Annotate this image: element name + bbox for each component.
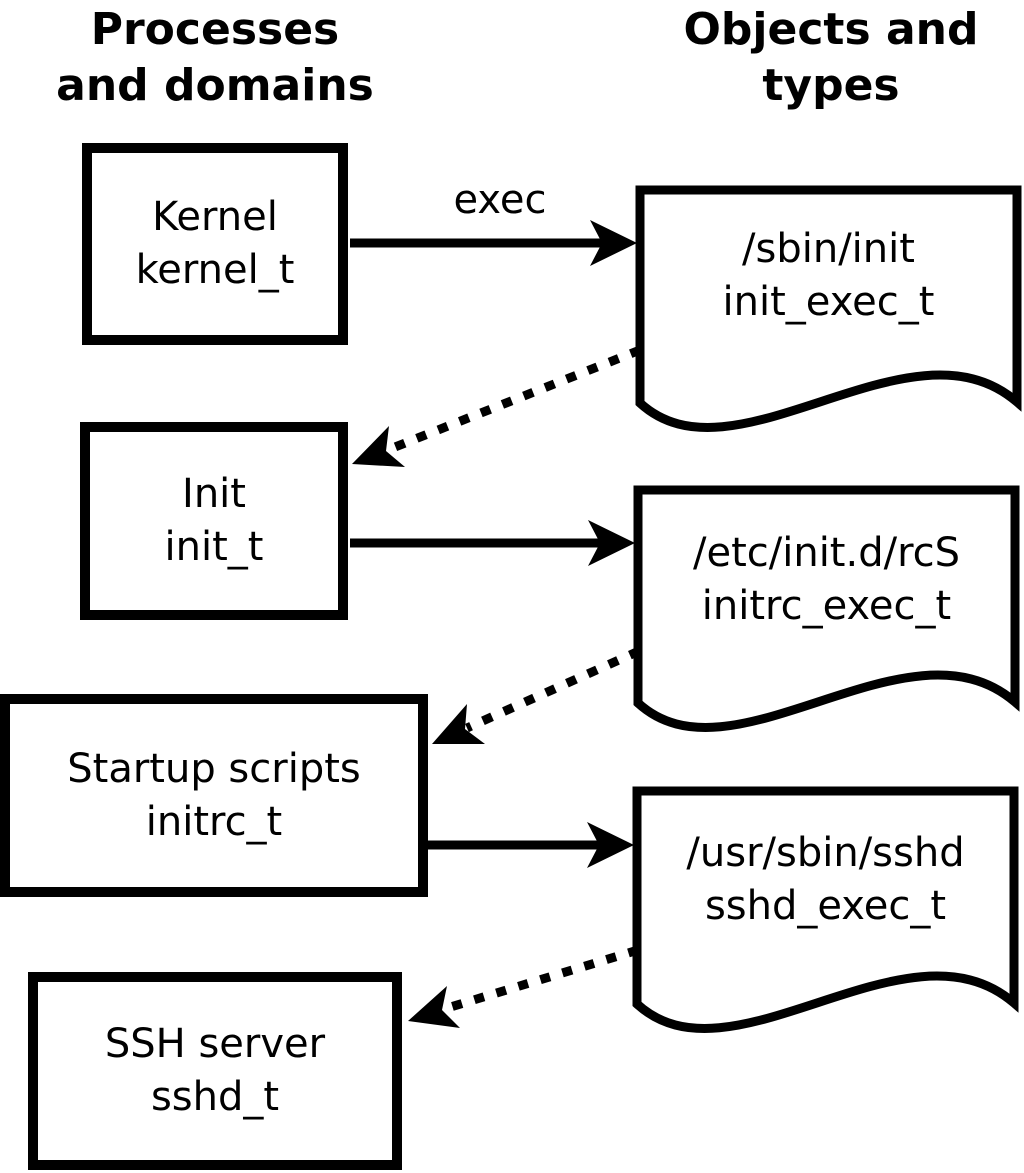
process-node-kernel: Kernel kernel_t <box>82 143 348 345</box>
process-node-ssh-server: SSH server sshd_t <box>28 972 402 1170</box>
arrowhead-icon <box>587 822 634 868</box>
arrowhead-icon <box>352 426 405 467</box>
document-shape-usr-sbin-sshd <box>632 786 1019 1033</box>
object-type: initrc_exec_t <box>701 583 952 629</box>
object-path: /etc/init.d/rcS <box>692 530 961 576</box>
process-name: Init <box>182 471 246 517</box>
column-heading-processes: Processes and domains <box>56 4 374 111</box>
object-path: /sbin/init <box>742 226 915 272</box>
process-node-init: Init init_t <box>80 422 348 620</box>
object-type: init_exec_t <box>722 279 935 325</box>
object-node-usr-sbin-sshd: /usr/sbin/sshd sshd_exec_t <box>637 790 1014 970</box>
dotted-arrow-sshd-exec-to-ssh-server <box>408 945 640 1028</box>
object-type: sshd_exec_t <box>704 883 947 929</box>
solid-arrow-init-to-etc-initd-rcs <box>350 520 635 566</box>
column-heading-objects: Objects and types <box>683 4 979 111</box>
document-shape-etc-initd-rcs <box>633 485 1020 732</box>
process-domain-type: kernel_t <box>135 247 295 293</box>
process-domain-type: initrc_t <box>145 798 283 845</box>
arrowhead-icon <box>408 986 460 1028</box>
object-node-etc-initd-rcs: /etc/init.d/rcS initrc_exec_t <box>638 490 1015 670</box>
document-shape-sbin-init <box>635 185 1022 432</box>
object-path: /usr/sbin/sshd <box>686 830 965 876</box>
object-node-sbin-init: /sbin/init init_exec_t <box>640 186 1017 366</box>
edge-label-exec: exec <box>453 177 547 223</box>
dotted-arrow-sbin-init-to-init <box>352 345 642 467</box>
process-name: SSH server <box>104 1021 326 1067</box>
arrowhead-icon <box>588 520 635 566</box>
process-node-startup-scripts: Startup scripts initrc_t <box>0 694 428 897</box>
process-domain-type: sshd_t <box>150 1074 280 1120</box>
process-domain-type: init_t <box>164 524 264 570</box>
dotted-arrow-rcs-to-startup-scripts <box>432 646 641 744</box>
process-name: Startup scripts <box>67 745 361 792</box>
solid-arrow-initrc-to-usr-sbin-sshd <box>426 822 634 868</box>
arrowhead-icon <box>432 704 485 744</box>
process-name: Kernel <box>152 194 278 240</box>
solid-arrow-kernel-to-sbin-init <box>350 220 637 266</box>
arrowhead-icon <box>590 220 637 266</box>
